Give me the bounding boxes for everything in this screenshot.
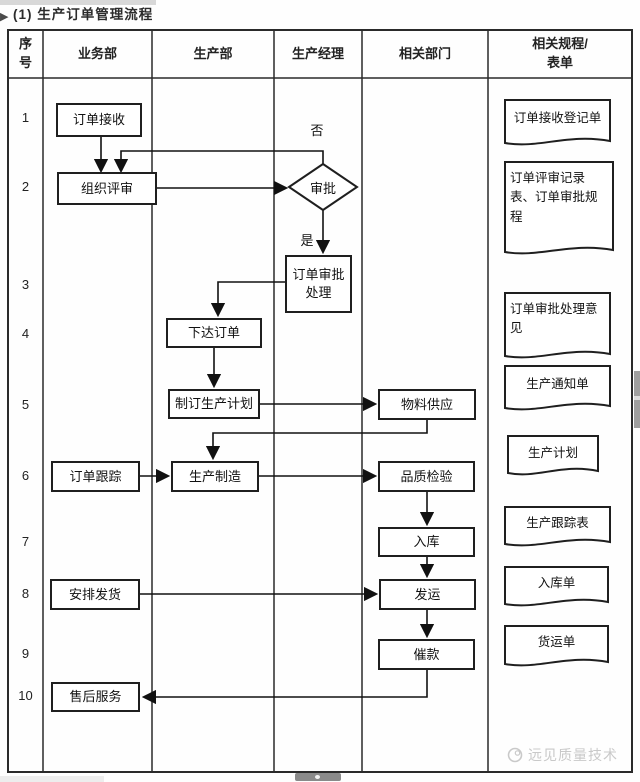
node-order-track: 订单跟踪 (51, 461, 140, 492)
node-after-sales: 售后服务 (51, 682, 140, 712)
row-number-6: 6 (21, 468, 30, 483)
node-make-plan: 制订生产计划 (168, 389, 260, 419)
row-number-8: 8 (21, 586, 30, 601)
top-gray-strip (0, 0, 156, 5)
header-business: 业务部 (77, 45, 117, 61)
title-bullet-icon: ▶ (0, 11, 9, 23)
node-approve-decision: 审批 (309, 180, 336, 196)
node-issue-order: 下达订单 (166, 318, 262, 348)
row-number-7: 7 (21, 534, 30, 549)
doc-production-plan: 生产计划 (527, 446, 578, 460)
bottom-left-strip (0, 776, 104, 782)
header-manager: 生产经理 (291, 45, 344, 61)
row-number-1: 1 (21, 110, 30, 125)
table-grid (7, 29, 633, 773)
approve-decision-shape (287, 162, 359, 212)
row-number-9: 9 (21, 646, 30, 661)
node-org-review: 组织评审 (57, 172, 157, 205)
node-stock-in: 入库 (378, 527, 475, 557)
node-quality-inspect: 品质检验 (378, 461, 475, 492)
row-number-10: 10 (18, 688, 33, 703)
node-manufacture: 生产制造 (171, 461, 259, 492)
row-number-5: 5 (21, 397, 30, 412)
doc-freight-slip: 货运单 (537, 635, 576, 649)
flow-connectors (93, 137, 435, 705)
doc-production-notice: 生产通知单 (526, 377, 589, 391)
row-number-4: 4 (21, 326, 30, 341)
bottom-scrubber-handle[interactable] (315, 775, 320, 779)
header-production: 生产部 (193, 45, 233, 61)
header-docs: 相关规程/ 表单 (532, 36, 588, 70)
node-arrange-delivery: 安排发货 (50, 579, 140, 610)
node-press-payment: 催款 (378, 639, 475, 670)
page-title: (1) 生产订单管理流程 (13, 7, 154, 22)
row-number-2: 2 (21, 179, 30, 194)
branch-label-no: 否 (310, 123, 324, 138)
node-material-supply: 物料供应 (378, 389, 476, 420)
watermark-logo-icon (507, 747, 523, 763)
node-order-receive: 订单接收 (56, 103, 142, 137)
header-no: 序 号 (18, 36, 32, 70)
doc-production-track-sheet: 生产跟踪表 (526, 516, 589, 530)
node-dispatch: 发运 (379, 579, 476, 610)
watermark: 远见质量技术 (506, 744, 632, 766)
scrollbar-notch (634, 396, 640, 400)
header-related: 相关部门 (398, 45, 451, 61)
doc-stock-in-slip: 入库单 (537, 576, 576, 590)
branch-label-yes: 是 (300, 233, 314, 248)
node-approve-process: 订单审批处理 (285, 255, 352, 313)
doc-review-record-rules: 订单评审记录表、订单审批规程 (510, 171, 598, 224)
watermark-text: 远见质量技术 (528, 747, 618, 763)
row-number-3: 3 (21, 277, 30, 292)
doc-approve-opinion: 订单审批处理意见 (510, 302, 598, 336)
document-shapes (504, 99, 614, 667)
doc-order-receive-register: 订单接收登记单 (513, 111, 602, 125)
